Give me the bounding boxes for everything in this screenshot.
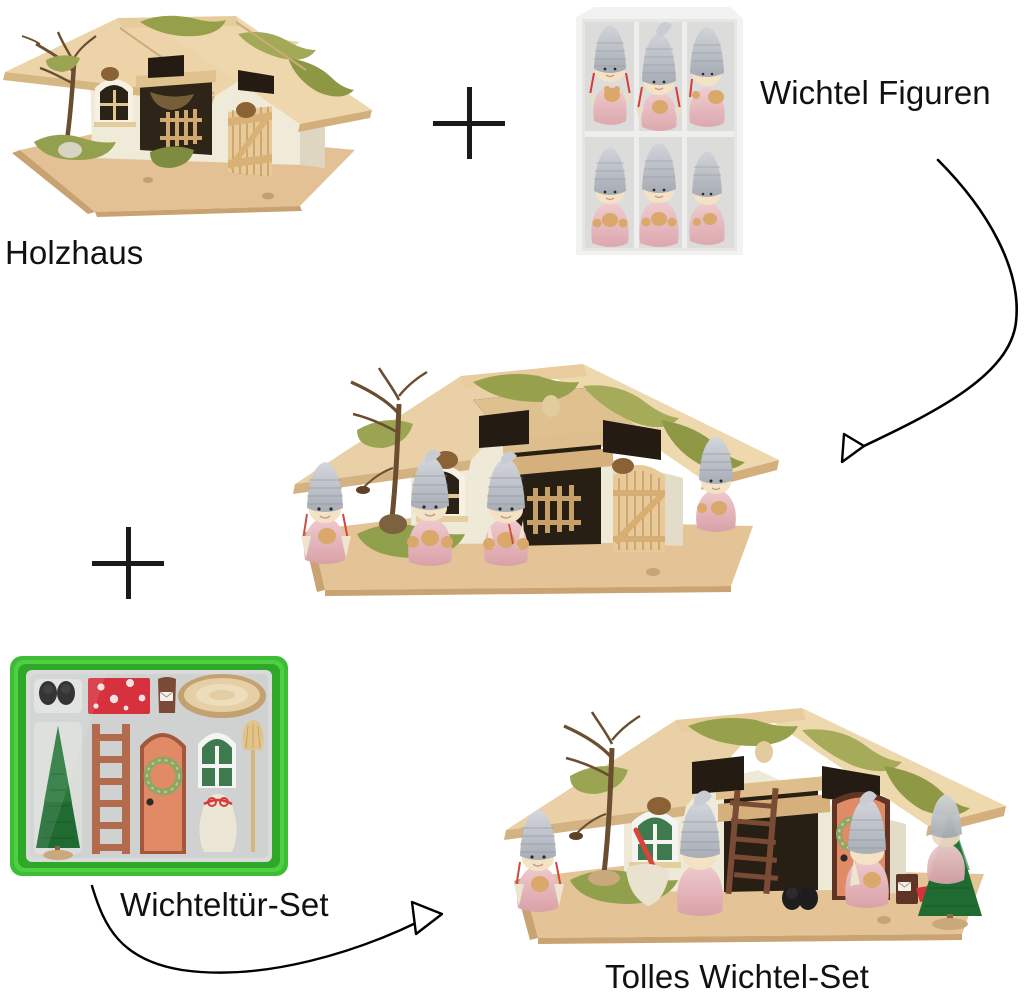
arrow-tuerset-to-final (70, 878, 460, 990)
plus-operator-middle (92, 527, 164, 599)
arrow-wichtel-to-combined (820, 130, 1024, 490)
label-holzhaus: Holzhaus (5, 234, 144, 271)
label-wichteltuer-set: Wichteltür-Set (120, 886, 329, 923)
label-wichtel-figuren: Wichtel Figuren (760, 74, 991, 111)
plus-operator-top (433, 87, 505, 159)
label-tolles-wichtel-set: Tolles Wichtel-Set (605, 958, 870, 995)
product-image-wichtel-figuren (572, 3, 747, 261)
product-image-wichteltuer-set (8, 652, 290, 880)
product-image-holzhaus (0, 0, 375, 232)
product-image-tolles-wichtel-set (492, 690, 1020, 952)
product-image-house-with-figures (283, 348, 793, 608)
